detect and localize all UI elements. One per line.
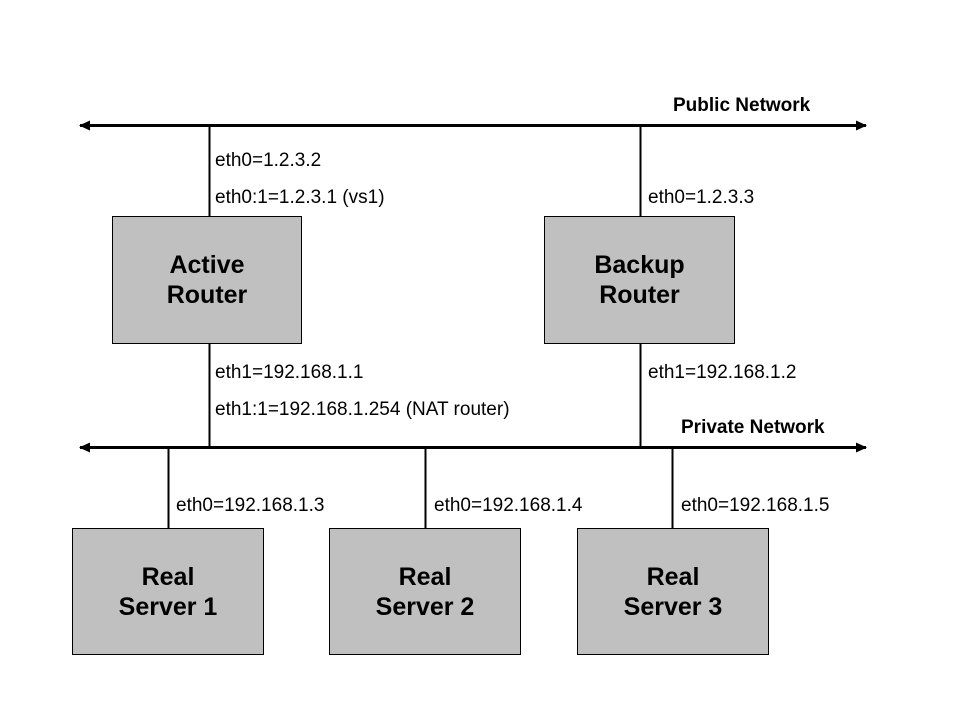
node-real-server-3[interactable]: Real Server 3 [577,528,769,655]
public-network-label: Public Network [673,95,811,116]
node-real-server-2-line-2: Server 2 [375,592,475,621]
label-active-private-eth1: eth1=192.168.1.1 [215,362,364,383]
label-backup-private-eth1: eth1=192.168.1.2 [648,362,797,383]
node-active-router-line-2: Router [166,281,248,309]
label-real-server-1-eth0: eth0=192.168.1.3 [176,495,325,516]
node-backup-router-line-1: Backup [594,251,685,279]
node-real-server-3-line-1: Real [646,562,700,591]
node-real-server-1-line-2: Server 1 [118,592,218,621]
node-active-router[interactable]: Active Router [112,216,302,344]
node-real-server-1-line-1: Real [141,562,195,591]
label-real-server-2-eth0: eth0=192.168.1.4 [434,495,583,516]
label-active-private-eth1-alias: eth1:1=192.168.1.254 (NAT router) [215,399,510,420]
node-backup-router[interactable]: Backup Router [544,216,735,344]
private-network-label: Private Network [681,417,825,438]
label-active-public-eth0-alias: eth0:1=1.2.3.1 (vs1) [215,187,385,208]
label-active-public-eth0: eth0=1.2.3.2 [215,150,322,171]
node-real-server-3-line-2: Server 3 [623,592,723,621]
node-active-router-line-1: Active [169,251,245,279]
label-backup-public-eth0: eth0=1.2.3.3 [648,187,755,208]
node-real-server-2[interactable]: Real Server 2 [329,528,521,655]
node-real-server-2-line-1: Real [398,562,452,591]
node-real-server-1[interactable]: Real Server 1 [72,528,264,655]
node-backup-router-line-2: Router [599,281,680,309]
label-real-server-3-eth0: eth0=192.168.1.5 [681,495,830,516]
